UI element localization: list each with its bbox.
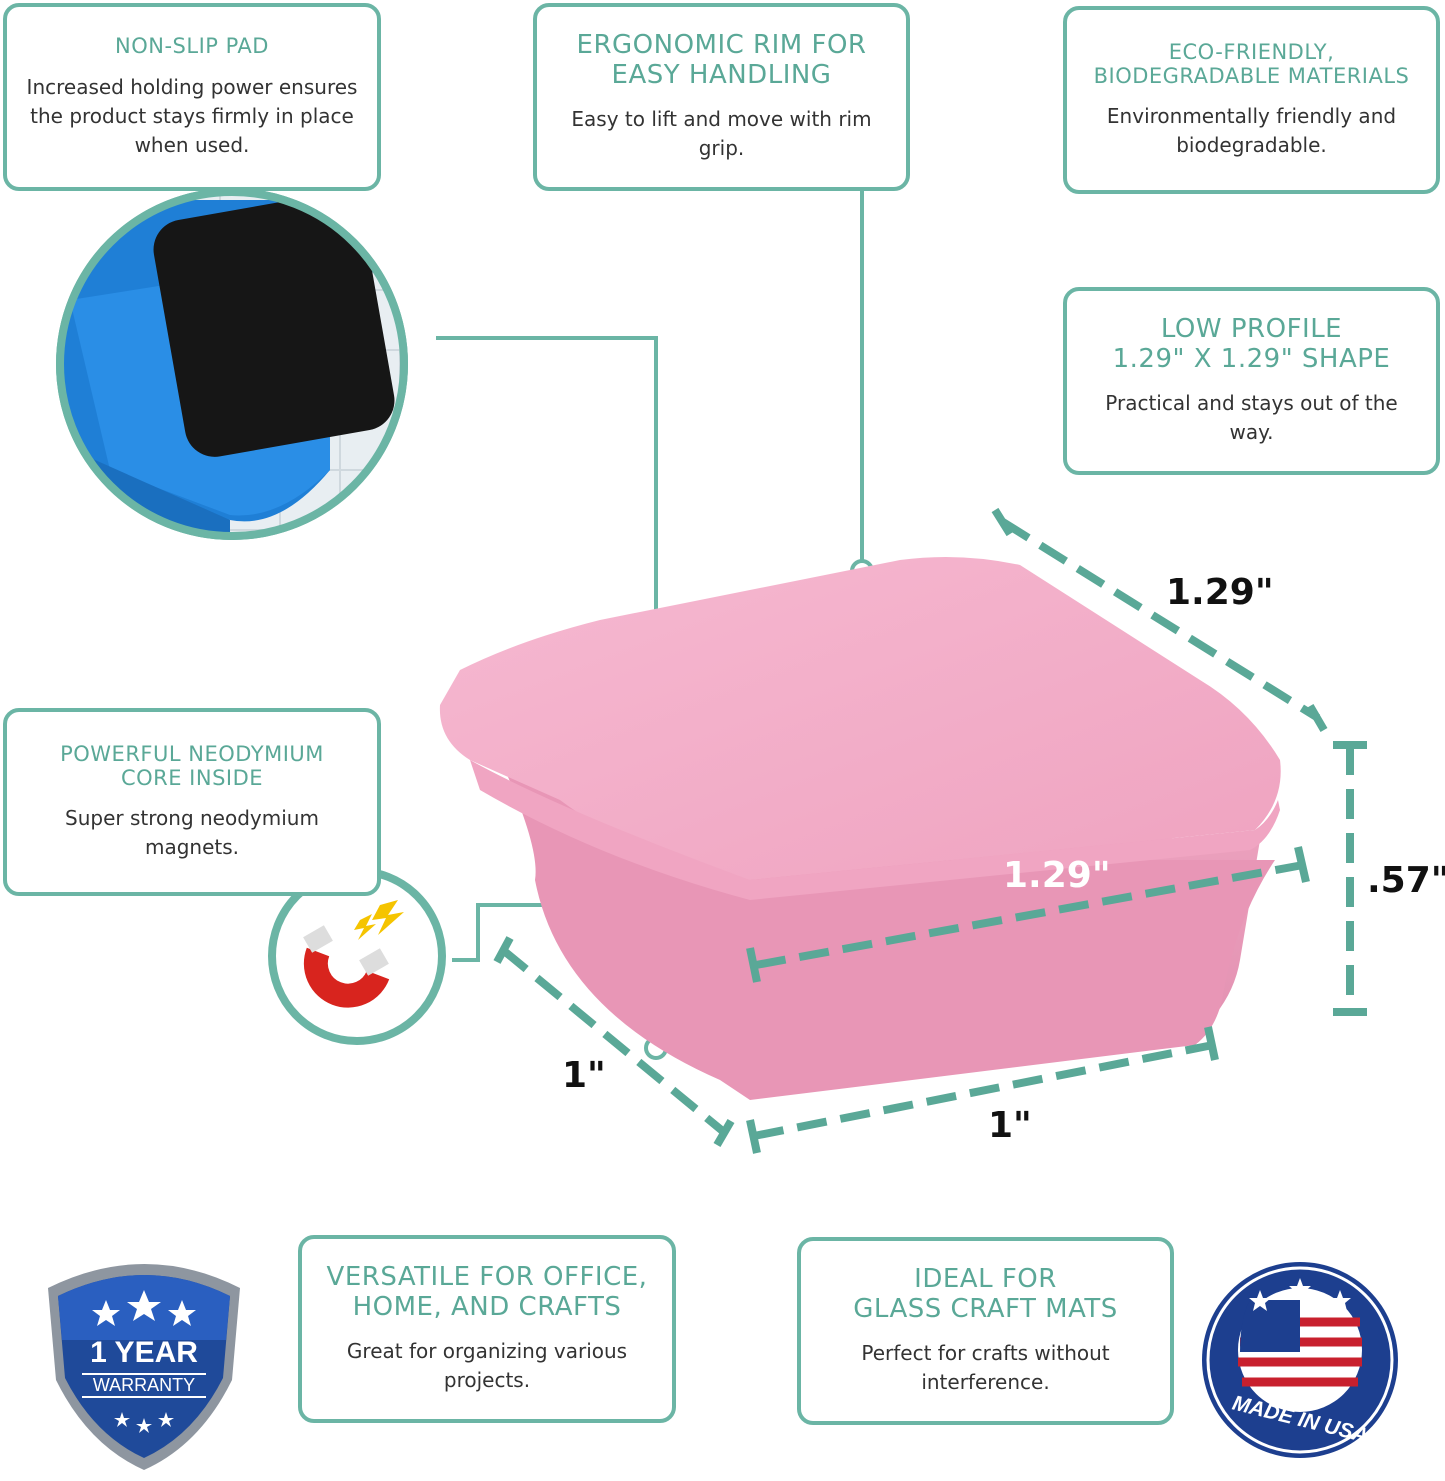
feature-title: ERGONOMIC RIM FOR EASY HANDLING [576, 30, 867, 90]
feature-ergonomic-rim: ERGONOMIC RIM FOR EASY HANDLING Easy to … [533, 3, 910, 191]
feature-title: IDEAL FOR GLASS CRAFT MATS [853, 1264, 1118, 1324]
feature-versatile: VERSATILE FOR OFFICE, HOME, AND CRAFTS G… [298, 1235, 676, 1423]
feature-desc: Practical and stays out of the way. [1105, 390, 1398, 444]
feature-title: ECO-FRIENDLY, BIODEGRADABLE MATERIALS [1093, 39, 1410, 88]
dimension-bottom-depth: 1" [988, 1105, 1032, 1146]
dimension-left-depth: 1" [562, 1055, 606, 1096]
feature-desc: Environmentally friendly and biodegradab… [1106, 104, 1397, 158]
dimension-inner-width: 1.29" [1003, 855, 1111, 896]
feature-desc: Increased holding power ensures the prod… [26, 74, 358, 157]
feature-low-profile: LOW PROFILE 1.29" X 1.29" SHAPE Practica… [1063, 287, 1440, 475]
feature-eco-friendly: ECO-FRIENDLY, BIODEGRADABLE MATERIALS En… [1063, 6, 1440, 194]
warranty-years: 1 YEAR [90, 1336, 198, 1369]
dimension-height: .57" [1367, 860, 1445, 901]
dimension-lines [493, 507, 1367, 1154]
feature-desc: Super strong neodymium magnets. [65, 806, 319, 860]
feature-title: NON-SLIP PAD [115, 34, 269, 59]
warranty-label: WARRANTY [82, 1373, 206, 1398]
feature-desc: Great for organizing various projects. [346, 1338, 628, 1392]
feature-desc: Perfect for crafts without interference. [861, 1340, 1110, 1394]
feature-non-slip-pad: NON-SLIP PAD Increased holding power ens… [3, 3, 381, 191]
feature-desc: Easy to lift and move with rim grip. [571, 106, 872, 160]
pink-product [439, 556, 1281, 1100]
warranty-badge [48, 1264, 240, 1470]
feature-title: POWERFUL NEODYMIUM CORE INSIDE [60, 741, 324, 790]
feature-glass-craft: IDEAL FOR GLASS CRAFT MATS Perfect for c… [797, 1237, 1174, 1425]
made-in-usa-badge [1202, 1262, 1398, 1458]
non-slip-pad-zoom [56, 188, 408, 540]
feature-title: VERSATILE FOR OFFICE, HOME, AND CRAFTS [326, 1262, 648, 1322]
feature-title: LOW PROFILE 1.29" X 1.29" SHAPE [1112, 314, 1391, 374]
dimension-top-width: 1.29" [1166, 572, 1274, 613]
feature-neodymium-core: POWERFUL NEODYMIUM CORE INSIDE Super str… [3, 708, 381, 896]
magnet-icon [268, 867, 446, 1045]
